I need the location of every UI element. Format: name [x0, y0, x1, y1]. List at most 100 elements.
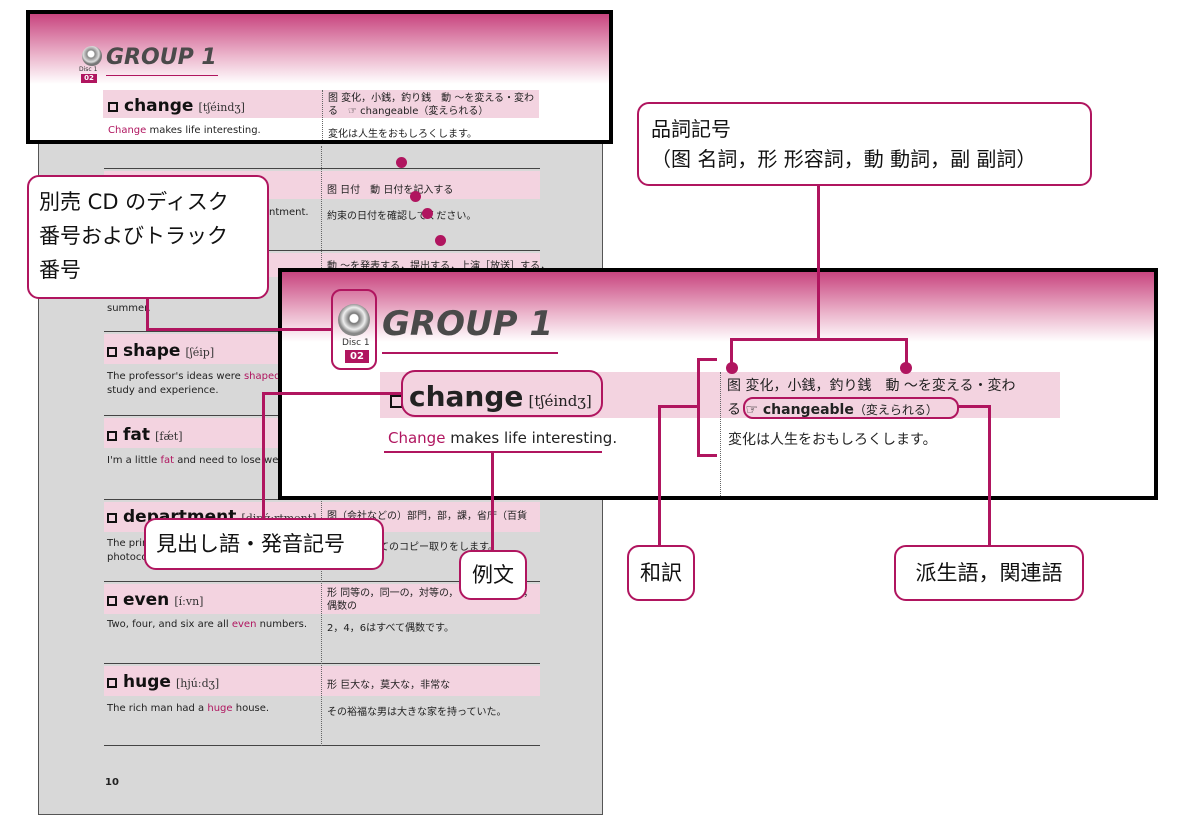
headword: even: [123, 590, 170, 610]
connector-line: [262, 392, 402, 395]
example-text: makes life interesting.: [445, 429, 618, 447]
example-highlight: Change: [388, 429, 446, 447]
disc-label: Disc 1: [342, 338, 370, 348]
connector-line: [905, 338, 908, 368]
callout-part-of-speech: 品詞記号 （图 名詞，形 形容詞，動 動詞，副 副詞）: [637, 102, 1092, 186]
track-number: 02: [345, 350, 369, 363]
entry-translation: てのコピー取りをします。: [379, 542, 498, 553]
row-divider: [104, 168, 540, 169]
connector-line: [988, 405, 991, 547]
group-title: GROUP 1: [106, 45, 217, 70]
disc-icon: [82, 46, 102, 66]
disc-icon: [338, 304, 370, 336]
headword: change: [409, 380, 524, 413]
example-text: The professor's ideas were: [107, 371, 244, 382]
example-highlight: huge: [207, 703, 233, 714]
headword-highlight-ring: [401, 370, 603, 417]
marker-dot: [422, 208, 433, 219]
entry-meaning: 形 巨大な，莫大な，非常な: [327, 680, 451, 691]
checkbox-icon: [107, 430, 117, 441]
title-underline: [382, 352, 558, 354]
headword: shape: [123, 341, 181, 361]
callout-translation: 和訳: [627, 545, 695, 601]
pronunciation: [tʃéindʒ]: [528, 392, 592, 410]
entry-example: I'm a little fat and need to lose weight: [107, 455, 298, 466]
example-text: Two, four, and six are all: [107, 619, 232, 630]
callout-derived: 派生語，関連語: [894, 545, 1084, 601]
header-gradient: [282, 272, 1154, 342]
marker-dot: [726, 362, 738, 374]
headword: huge: [123, 672, 171, 692]
connector-line: [697, 454, 717, 457]
callout-example: 例文: [459, 550, 527, 600]
entry-band: [104, 666, 540, 696]
entry-meaning: 動 ～を発表する，提出する，上演［放送］する，: [327, 261, 551, 272]
connector-line: [491, 452, 494, 552]
pronunciation: [ʃéip]: [185, 346, 215, 359]
entry-headword: fat [fǽt]: [107, 425, 183, 445]
derived-word: ☞ changeable: [745, 402, 854, 418]
disc-highlight-ring: [331, 289, 377, 370]
entry-example: ntment.: [269, 207, 309, 218]
row-divider: [104, 663, 540, 664]
example-text: The rich man had a: [107, 703, 208, 714]
entry-headword: huge [hjúːdʒ]: [107, 672, 219, 692]
example-highlight: shaped: [243, 371, 281, 382]
connector-line: [658, 405, 661, 547]
column-divider: [322, 90, 323, 140]
marker-dot: [396, 157, 407, 168]
entry-example: summer.: [107, 303, 151, 314]
headword: fat: [123, 425, 150, 445]
group-title: GROUP 1: [382, 304, 554, 344]
entry-meaning: 图 日付 動 日付を記入する: [327, 185, 454, 196]
entry-meaning: 图 変化，小銭，釣り銭 動 ～を変える・変わ: [727, 378, 1016, 394]
page-number: 10: [105, 777, 119, 788]
entry-example: Change makes life interesting.: [388, 429, 617, 447]
title-underline: [106, 75, 218, 76]
connector-line: [817, 184, 820, 340]
entry-example: The rich man had a huge house.: [107, 703, 269, 714]
entry-headword: change [tʃéindʒ]: [108, 96, 245, 116]
row-divider: [104, 745, 540, 746]
callout-text: 別売 CD のディスク: [39, 190, 229, 214]
entry-band: [103, 90, 539, 118]
row-divider: [104, 250, 540, 251]
entry-translation: 約束の日付を確認してください。: [327, 211, 477, 222]
callout-headword: 見出し語・発音記号: [144, 518, 384, 570]
entry-example: study and experience.: [107, 385, 219, 396]
header-gradient: [30, 14, 609, 84]
pronunciation: [fǽt]: [155, 430, 183, 443]
entry-example: Two, four, and six are all even numbers.: [107, 619, 307, 630]
zoomed-entry: Disc 1 02 GROUP 1 change [tʃéindʒ] 图 変化，…: [278, 268, 1158, 500]
pronunciation: [tʃéindʒ]: [198, 101, 245, 114]
headword: change: [124, 96, 194, 116]
entry-headword: even [íːvn]: [107, 590, 203, 610]
checkbox-icon: [107, 595, 117, 606]
connector-line: [146, 296, 149, 330]
pronunciation: [hjúːdʒ]: [176, 677, 220, 690]
entry-example: Change makes life interesting.: [108, 125, 261, 136]
page-header-excerpt: Disc 1 02 GROUP 1 change [tʃéindʒ] 图 変化，…: [26, 10, 613, 144]
callout-text: 品詞記号: [651, 117, 731, 141]
example-highlight: even: [231, 619, 257, 630]
connector-line: [730, 338, 908, 341]
entry-meaning: 图（会社などの）部門，部，課，省庁（百貨: [327, 511, 527, 522]
entry-translation: 2，4，6はすべて偶数です。: [327, 623, 454, 634]
marker-dot: [435, 235, 446, 246]
example-highlight: fat: [160, 455, 175, 466]
connector-line: [146, 328, 333, 331]
connector-line: [730, 338, 733, 368]
entry-example: The prin: [107, 538, 149, 549]
entry-headword: change [tʃéindʒ]: [390, 380, 592, 413]
connector-line: [658, 405, 700, 408]
checkbox-icon: [107, 346, 117, 357]
checkbox-icon: [107, 677, 117, 688]
row-divider: [104, 581, 540, 582]
pronunciation: [íːvn]: [174, 595, 204, 608]
example-text: makes life interesting.: [146, 125, 261, 136]
example-text: numbers.: [256, 619, 308, 630]
callout-disc-track: 別売 CD のディスク 番号およびトラック 番号: [27, 175, 269, 299]
entry-example: The professor's ideas were shaped b: [107, 371, 290, 382]
example-text: house.: [232, 703, 270, 714]
entry-translation: 変化は人生をおもしろくします。: [728, 432, 937, 448]
